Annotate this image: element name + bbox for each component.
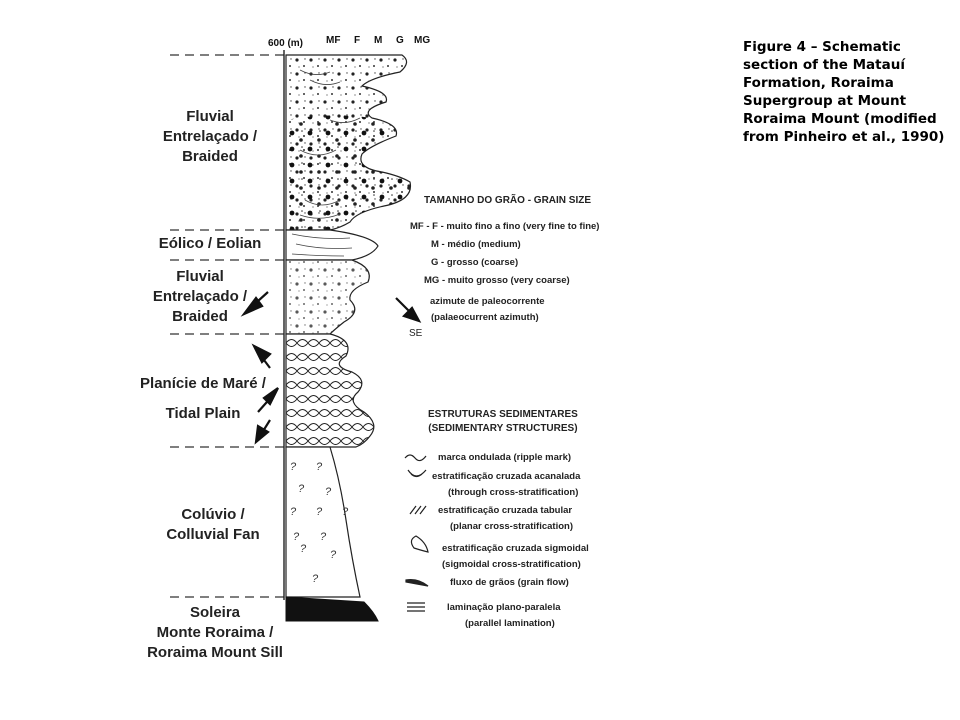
svg-text:?: ?	[325, 486, 332, 498]
scale-label: 600 (m)	[268, 38, 304, 49]
grain-size-legend-item: MF - F - muito fino a fino (very fine to…	[410, 221, 600, 232]
arrow-head-2	[251, 343, 272, 364]
palaeocurrent-legend-item: azimute de paleocorrente	[430, 296, 545, 307]
svg-text:?: ?	[290, 506, 297, 518]
unit-colluvial-fan: Colúvio / Colluvial Fan	[166, 506, 260, 543]
planar-cross-stratification-icon	[409, 505, 427, 515]
grain-column-m: M	[374, 35, 383, 46]
svg-text:?: ?	[320, 531, 327, 543]
palaeocurrent-legend-item: (palaeocurrent azimuth)	[431, 312, 539, 323]
cross-bedding-marks	[299, 69, 361, 219]
structures-legend-title: ESTRUTURAS SEDIMENTARES (SEDIMENTARY STR…	[428, 409, 578, 434]
structure-legend-item: laminação plano-paralela (parallel lamin…	[447, 602, 561, 629]
unit-eolian: Eólico / Eolian	[158, 235, 262, 252]
svg-text:?: ?	[312, 573, 319, 585]
roraima-sill-layer	[285, 596, 379, 622]
svg-text:?: ?	[300, 543, 307, 555]
grain-size-legend-item: MG - muito grosso (very coarse)	[424, 275, 570, 286]
unit-fluvial-braided-upper: Fluvial Entrelaçado / Braided	[162, 108, 258, 165]
grain-size-legend-item: G - grosso (coarse)	[431, 257, 519, 268]
svg-text:?: ?	[293, 531, 300, 543]
grain-column-mg: MG	[414, 35, 431, 46]
structure-icons	[404, 454, 429, 612]
svg-text:?: ?	[316, 461, 323, 473]
arrow-head-4	[254, 424, 270, 445]
structure-legend-item: estratificação cruzada tabular (planar c…	[438, 505, 573, 532]
trough-cross-stratification-icon	[407, 469, 427, 478]
svg-text:?: ?	[290, 461, 297, 473]
parallel-lamination-icon	[407, 602, 425, 612]
palaeocurrent-arrows	[240, 291, 422, 445]
figure-caption: Figure 4 – Schematic section of the Mata…	[743, 39, 945, 145]
grain-flow-icon	[405, 579, 429, 587]
svg-text:?: ?	[330, 549, 337, 561]
unit-roraima-mount-sill: Soleira Monte Roraima / Roraima Mount Si…	[147, 604, 283, 661]
arrow-head-1	[240, 296, 264, 317]
sigmoidal-cross-stratification-icon	[410, 535, 429, 553]
colluvial-fan-layer	[285, 446, 361, 598]
unit-fluvial-braided-lower: Fluvial Entrelaçado / Braided	[152, 268, 248, 325]
grain-column-f: F	[354, 35, 361, 46]
palaeocurrent-se-label: SE	[409, 328, 423, 339]
unit-boundaries	[170, 54, 285, 598]
unit-tidal-plain: Planície de Maré / Tidal Plain	[140, 375, 266, 422]
structure-legend-item: estratificação cruzada acanalada (throug…	[432, 471, 581, 498]
grain-column-g: G	[396, 35, 404, 46]
arrow-head-3	[262, 387, 279, 406]
grain-size-legend-item: M - médio (medium)	[431, 239, 521, 250]
question-marks: ?? ?? ??? ?? ?? ?	[290, 461, 349, 585]
grain-size-legend-title: TAMANHO DO GRÃO - GRAIN SIZE	[424, 195, 592, 206]
structure-legend-item: estratificação cruzada sigmoidal (sigmoi…	[442, 543, 589, 570]
legend-arrow-head	[401, 306, 422, 323]
eolian-layer	[285, 229, 379, 261]
svg-text:?: ?	[316, 506, 323, 518]
structure-legend-item: marca ondulada (ripple mark)	[438, 452, 572, 463]
svg-text:?: ?	[342, 506, 349, 518]
structure-legend-item: fluxo de grãos (grain flow)	[450, 577, 569, 588]
grain-column-mf: MF	[326, 35, 341, 46]
ripple-mark-icon	[404, 454, 427, 462]
svg-text:?: ?	[298, 483, 305, 495]
